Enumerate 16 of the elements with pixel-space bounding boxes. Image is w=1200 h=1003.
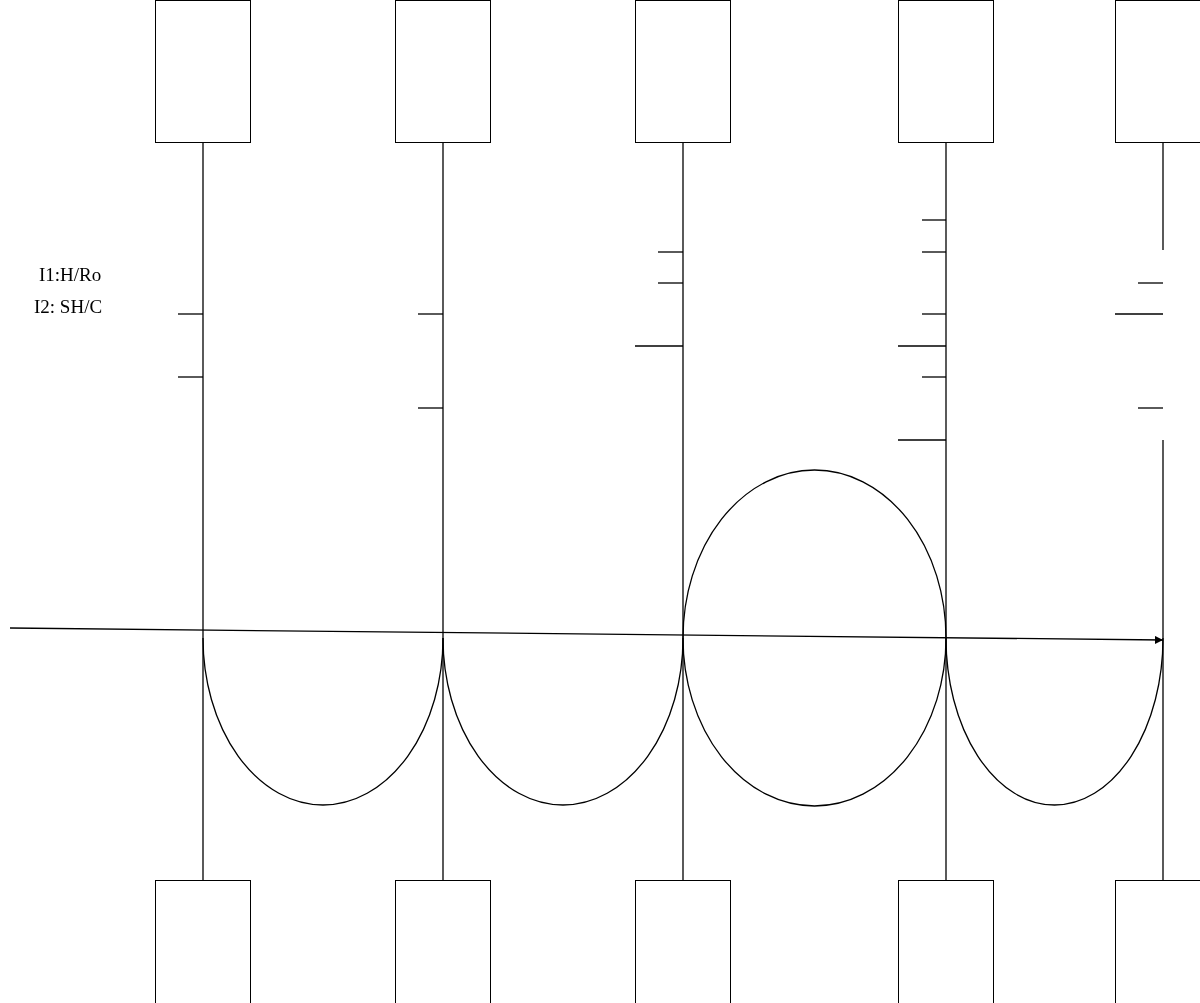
annotation-text: I1:H/Ro bbox=[39, 264, 102, 286]
empty-box bbox=[155, 880, 251, 1003]
empty-box bbox=[635, 0, 731, 143]
connector-line bbox=[202, 142, 204, 881]
empty-box bbox=[898, 880, 994, 1003]
empty-box bbox=[1115, 0, 1200, 143]
empty-box bbox=[155, 0, 251, 143]
empty-box bbox=[898, 0, 994, 143]
empty-box bbox=[395, 880, 491, 1003]
connector-line bbox=[682, 142, 684, 881]
empty-box bbox=[395, 0, 491, 143]
annotation-text: I2: SH/C bbox=[34, 296, 103, 318]
connector-line bbox=[442, 142, 444, 881]
empty-box bbox=[635, 880, 731, 1003]
empty-box bbox=[1115, 880, 1200, 1003]
connector-line bbox=[945, 142, 947, 881]
